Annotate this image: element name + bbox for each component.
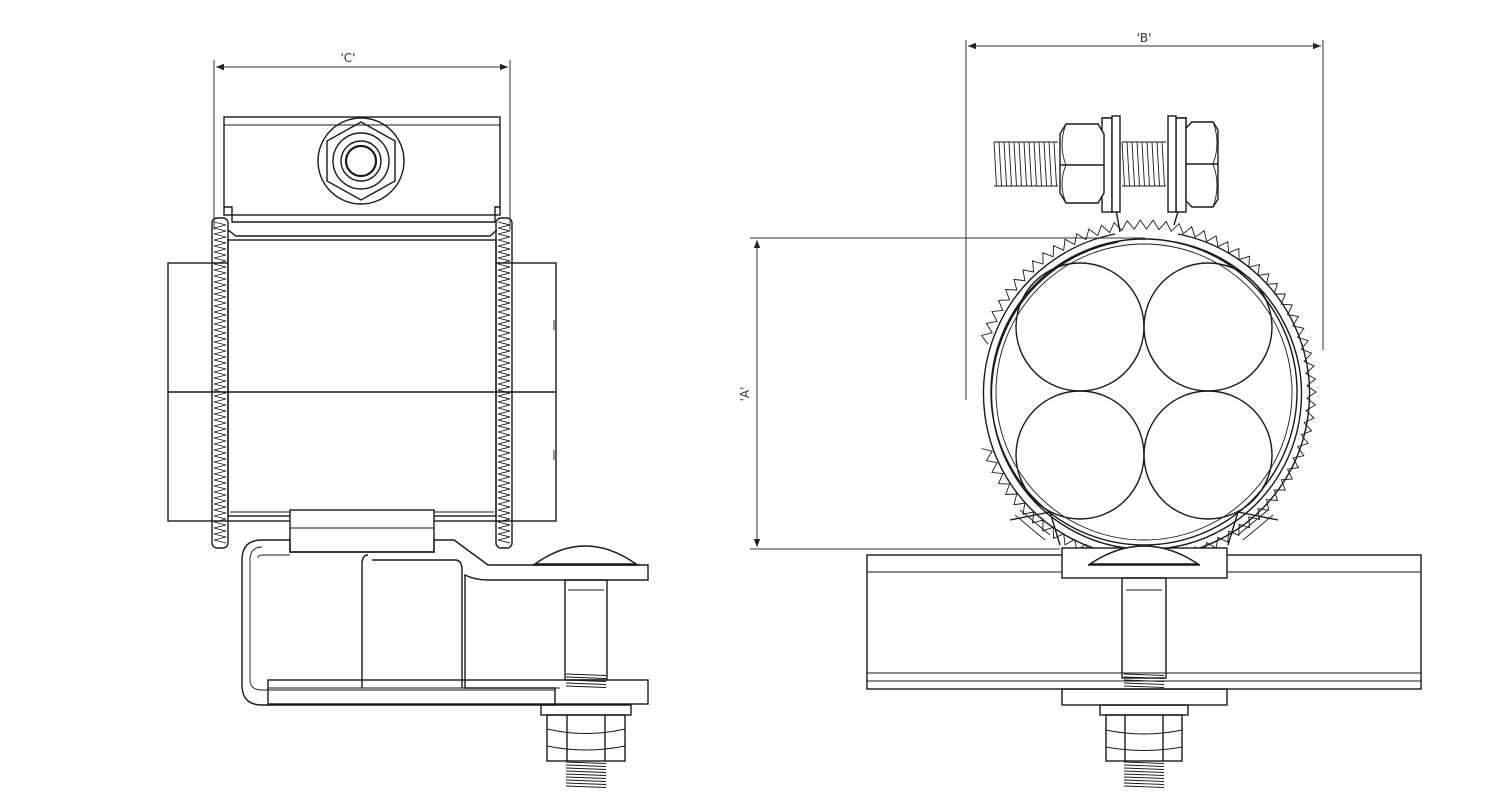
clamp-band (980, 219, 1317, 565)
cable-core (1015, 262, 1145, 392)
serrated-band-edge-right (495, 217, 513, 549)
front-view: 'B' 'A' (738, 31, 1422, 788)
dimension-a: 'A' (738, 237, 1145, 550)
cable-cores (1015, 262, 1273, 520)
band-base-tabs (1009, 509, 1279, 546)
tensioning-bolt (993, 115, 1219, 233)
mounting-bracket (241, 539, 649, 706)
dimension-c: 'C' (213, 51, 511, 230)
top-bolt-housing (223, 116, 501, 241)
cable-core (1143, 262, 1273, 392)
cable-core (1143, 390, 1273, 520)
dimension-b: 'B' (965, 31, 1324, 400)
serrated-band-edge-left (211, 217, 229, 549)
hex-nut-end-view (317, 117, 405, 205)
dimension-a-label: 'A' (738, 387, 752, 402)
base-block (289, 509, 435, 553)
side-view: 'C' (167, 51, 649, 788)
cable-core (1015, 390, 1145, 520)
dimension-b-label: 'B' (1137, 31, 1152, 45)
band-strip (227, 239, 497, 517)
front-base-cleat (1061, 545, 1228, 788)
side-bolt-assembly (532, 545, 640, 788)
dimension-c-label: 'C' (341, 51, 356, 65)
